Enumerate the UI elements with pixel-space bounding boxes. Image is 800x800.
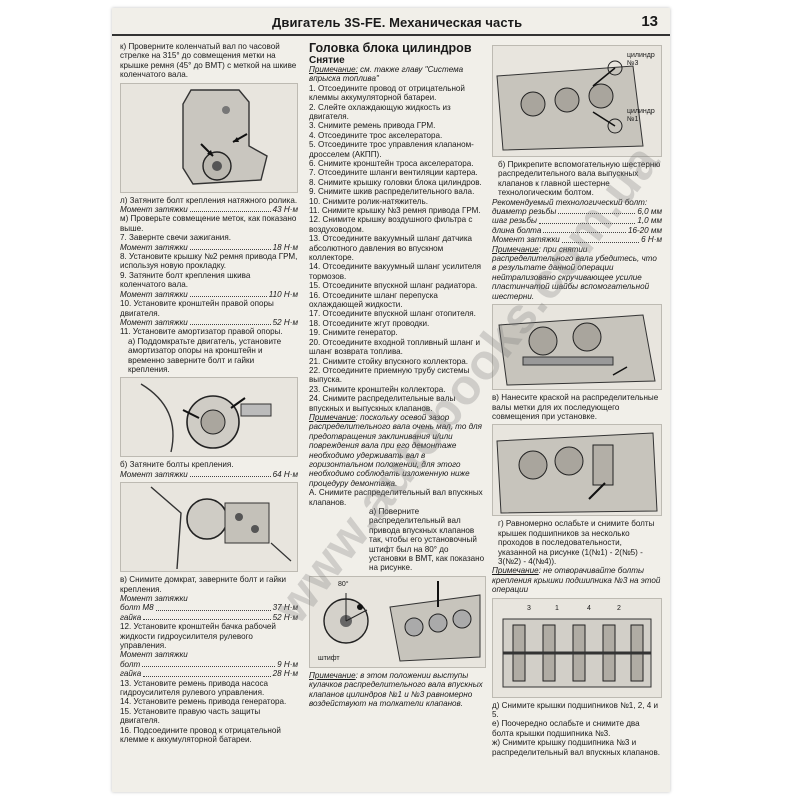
step-A-a: а) Поверните распределительный вал приво…: [369, 507, 485, 573]
removal-step: 10. Снимите ролик-натяжитель.: [309, 196, 428, 206]
removal-step: 18. Отсоедините жгут проводки.: [309, 318, 430, 328]
step-11: 11. Установите амортизатор правой опоры.: [120, 327, 283, 337]
cylinder-3-label: цилиндр №3: [627, 52, 655, 67]
step-9: 9. Затяните болт крепления шкива коленча…: [120, 270, 251, 290]
step-d: д) Снимите крышки подшипников №1, 2, 4 и…: [492, 700, 659, 719]
step-14: 14. Установите ремень привода генератора…: [120, 697, 287, 707]
torque-heading: Момент затяжки: [120, 593, 188, 603]
cylinder-1-label: цилиндр №1: [627, 108, 655, 123]
section-subtitle: Снятие: [309, 54, 345, 66]
figure-cylinder-cams: цилиндр №3 цилиндр №1: [492, 45, 662, 157]
note: Примечание: при снятии распределительног…: [492, 244, 657, 301]
removal-step: 13. Отсоедините вакуумный шланг датчика …: [309, 234, 473, 263]
page-header: Двигатель 3S-FE. Механическая часть 13: [112, 8, 670, 36]
angle-label: 80°: [338, 580, 349, 588]
step-10: 10. Установите кронштейн правой опоры дв…: [120, 299, 274, 318]
figure-mount-bracket: [120, 377, 298, 458]
step-zh: ж) Снимите крышку подшипника №3 и распре…: [492, 738, 661, 757]
removal-step: 15. Отсоедините впускной шланг радиатора…: [309, 281, 478, 291]
note: Примечание: поскольку осевой зазор распр…: [309, 412, 482, 488]
step-13: 13. Установите ремень привода насоса гид…: [120, 678, 268, 698]
removal-step: 16. Отсоедините шланг перепуска охлаждаю…: [309, 290, 438, 310]
removal-step: 20. Отсоедините входной топливный шланг …: [309, 337, 481, 357]
page-title: Двигатель 3S-FE. Механическая часть: [272, 15, 523, 30]
note: Примечание: см. также главу "Система впр…: [309, 64, 464, 84]
torque-heading: Момент затяжки: [120, 650, 188, 660]
removal-steps: 1. Отсоедините провод от отрицательной к…: [309, 84, 486, 413]
removal-step: 4. Отсоедините трос акселератора.: [309, 130, 443, 140]
step-11a: а) Поддомкратьте двигатель, установите а…: [128, 336, 282, 374]
removal-step: 6. Снимите кронштейн троса акселератора.: [309, 158, 474, 168]
bolt-sequence-number: 3: [527, 604, 531, 612]
step-v: в) Нанесите краской на распределительные…: [492, 393, 659, 421]
removal-step: 24. Снимите распределительные валы впуск…: [309, 394, 456, 413]
book-page: Двигатель 3S-FE. Механическая часть 13 к…: [112, 8, 670, 792]
figure-camshaft-marks: [492, 304, 662, 391]
removal-step: 9. Снимите шкив распределительного вала.: [309, 187, 475, 197]
note: Примечание: не отворачивайте болты крепл…: [492, 566, 661, 595]
removal-step: 7. Отсоедините шланги вентиляции картера…: [309, 168, 478, 178]
column-1: к) Проверните коленчатый вал по часовой …: [120, 42, 298, 744]
removal-step: 5. Отсоедините трос управления клапаном-…: [309, 140, 474, 159]
removal-step: 22. Отсоедините приемную трубу системы в…: [309, 365, 470, 385]
bolt-sequence-number: 1: [555, 604, 559, 612]
section-title: Головка блока цилиндров: [309, 41, 472, 55]
column-2: Головка блока цилиндров Снятие Примечани…: [309, 41, 486, 709]
bolt-sequence-number: 2: [617, 604, 621, 612]
removal-step: 2. Слейте охлаждающую жидкость из двигат…: [309, 102, 451, 121]
step-8: 8. Установите крышку №2 ремня привода ГР…: [120, 252, 298, 271]
removal-step: 19. Снимите генератор.: [309, 328, 398, 338]
removal-step: 17. Отсоедините впускной шланг отопителя…: [309, 309, 476, 319]
figure-mount-damper: [120, 482, 298, 573]
column-3: цилиндр №3 цилиндр №1 б) Прикрепите вспо…: [492, 42, 662, 757]
removal-step: 21. Снимите стойку впускного коллектора.: [309, 356, 469, 366]
step-11v: в) Снимите домкрат, заверните болт и гай…: [120, 575, 287, 594]
step-b: б) Прикрепите вспомогательную шестерню р…: [498, 160, 661, 198]
step-m: м) Проверьте совмещение меток, как показ…: [120, 214, 297, 233]
step-e: е) Поочередно ослабьте и снимите два бол…: [492, 719, 640, 738]
step-k: к) Проверните коленчатый вал по часовой …: [120, 42, 297, 80]
removal-step: 8. Снимите крышку головки блока цилиндро…: [309, 177, 482, 187]
step-g: г) Равномерно ослабьте и снимите болты к…: [498, 519, 655, 566]
figure-camshaft-pin: 80° штифт: [309, 575, 486, 668]
page-number: 13: [641, 13, 658, 30]
step-11b: б) Затяните болты крепления.: [120, 460, 234, 470]
step-l: л) Затяните болт крепления натяжного рол…: [120, 195, 298, 205]
removal-step: 1. Отсоедините провод от отрицательной к…: [309, 83, 465, 103]
pin-label: штифт: [318, 654, 340, 662]
figure-bearing-caps: [492, 424, 662, 517]
removal-step: 12. Снимите крышку воздушного фильтра с …: [309, 215, 473, 234]
step-A: А. Снимите распределительный вал впускны…: [309, 488, 483, 507]
step-15: 15. Установите правую часть защиты двига…: [120, 706, 261, 726]
figure-timing-cover: [120, 82, 298, 193]
step-12: 12. Установите кронштейн бачка рабочей ж…: [120, 622, 276, 650]
removal-step: 14. Отсоедините вакуумный шланг усилител…: [309, 262, 482, 281]
note: Примечание: в этом положении выступы кул…: [309, 670, 483, 709]
bolt-heading: Рекомендуемый технологический болт:: [492, 197, 648, 207]
bolt-sequence-number: 4: [587, 604, 591, 612]
removal-step: 23. Снимите кронштейн коллектора.: [309, 384, 446, 394]
figure-bolt-sequence: 3 1 4 2: [492, 597, 662, 698]
step-7: 7. Завернте свечи зажигания.: [120, 233, 231, 243]
removal-step: 3. Снимите ремень привода ГРМ.: [309, 121, 436, 131]
step-16: 16. Подсоедините провод к отрицательной …: [120, 725, 281, 745]
removal-step: 11. Снимите крышку №3 ремня привода ГРМ.: [309, 206, 481, 215]
